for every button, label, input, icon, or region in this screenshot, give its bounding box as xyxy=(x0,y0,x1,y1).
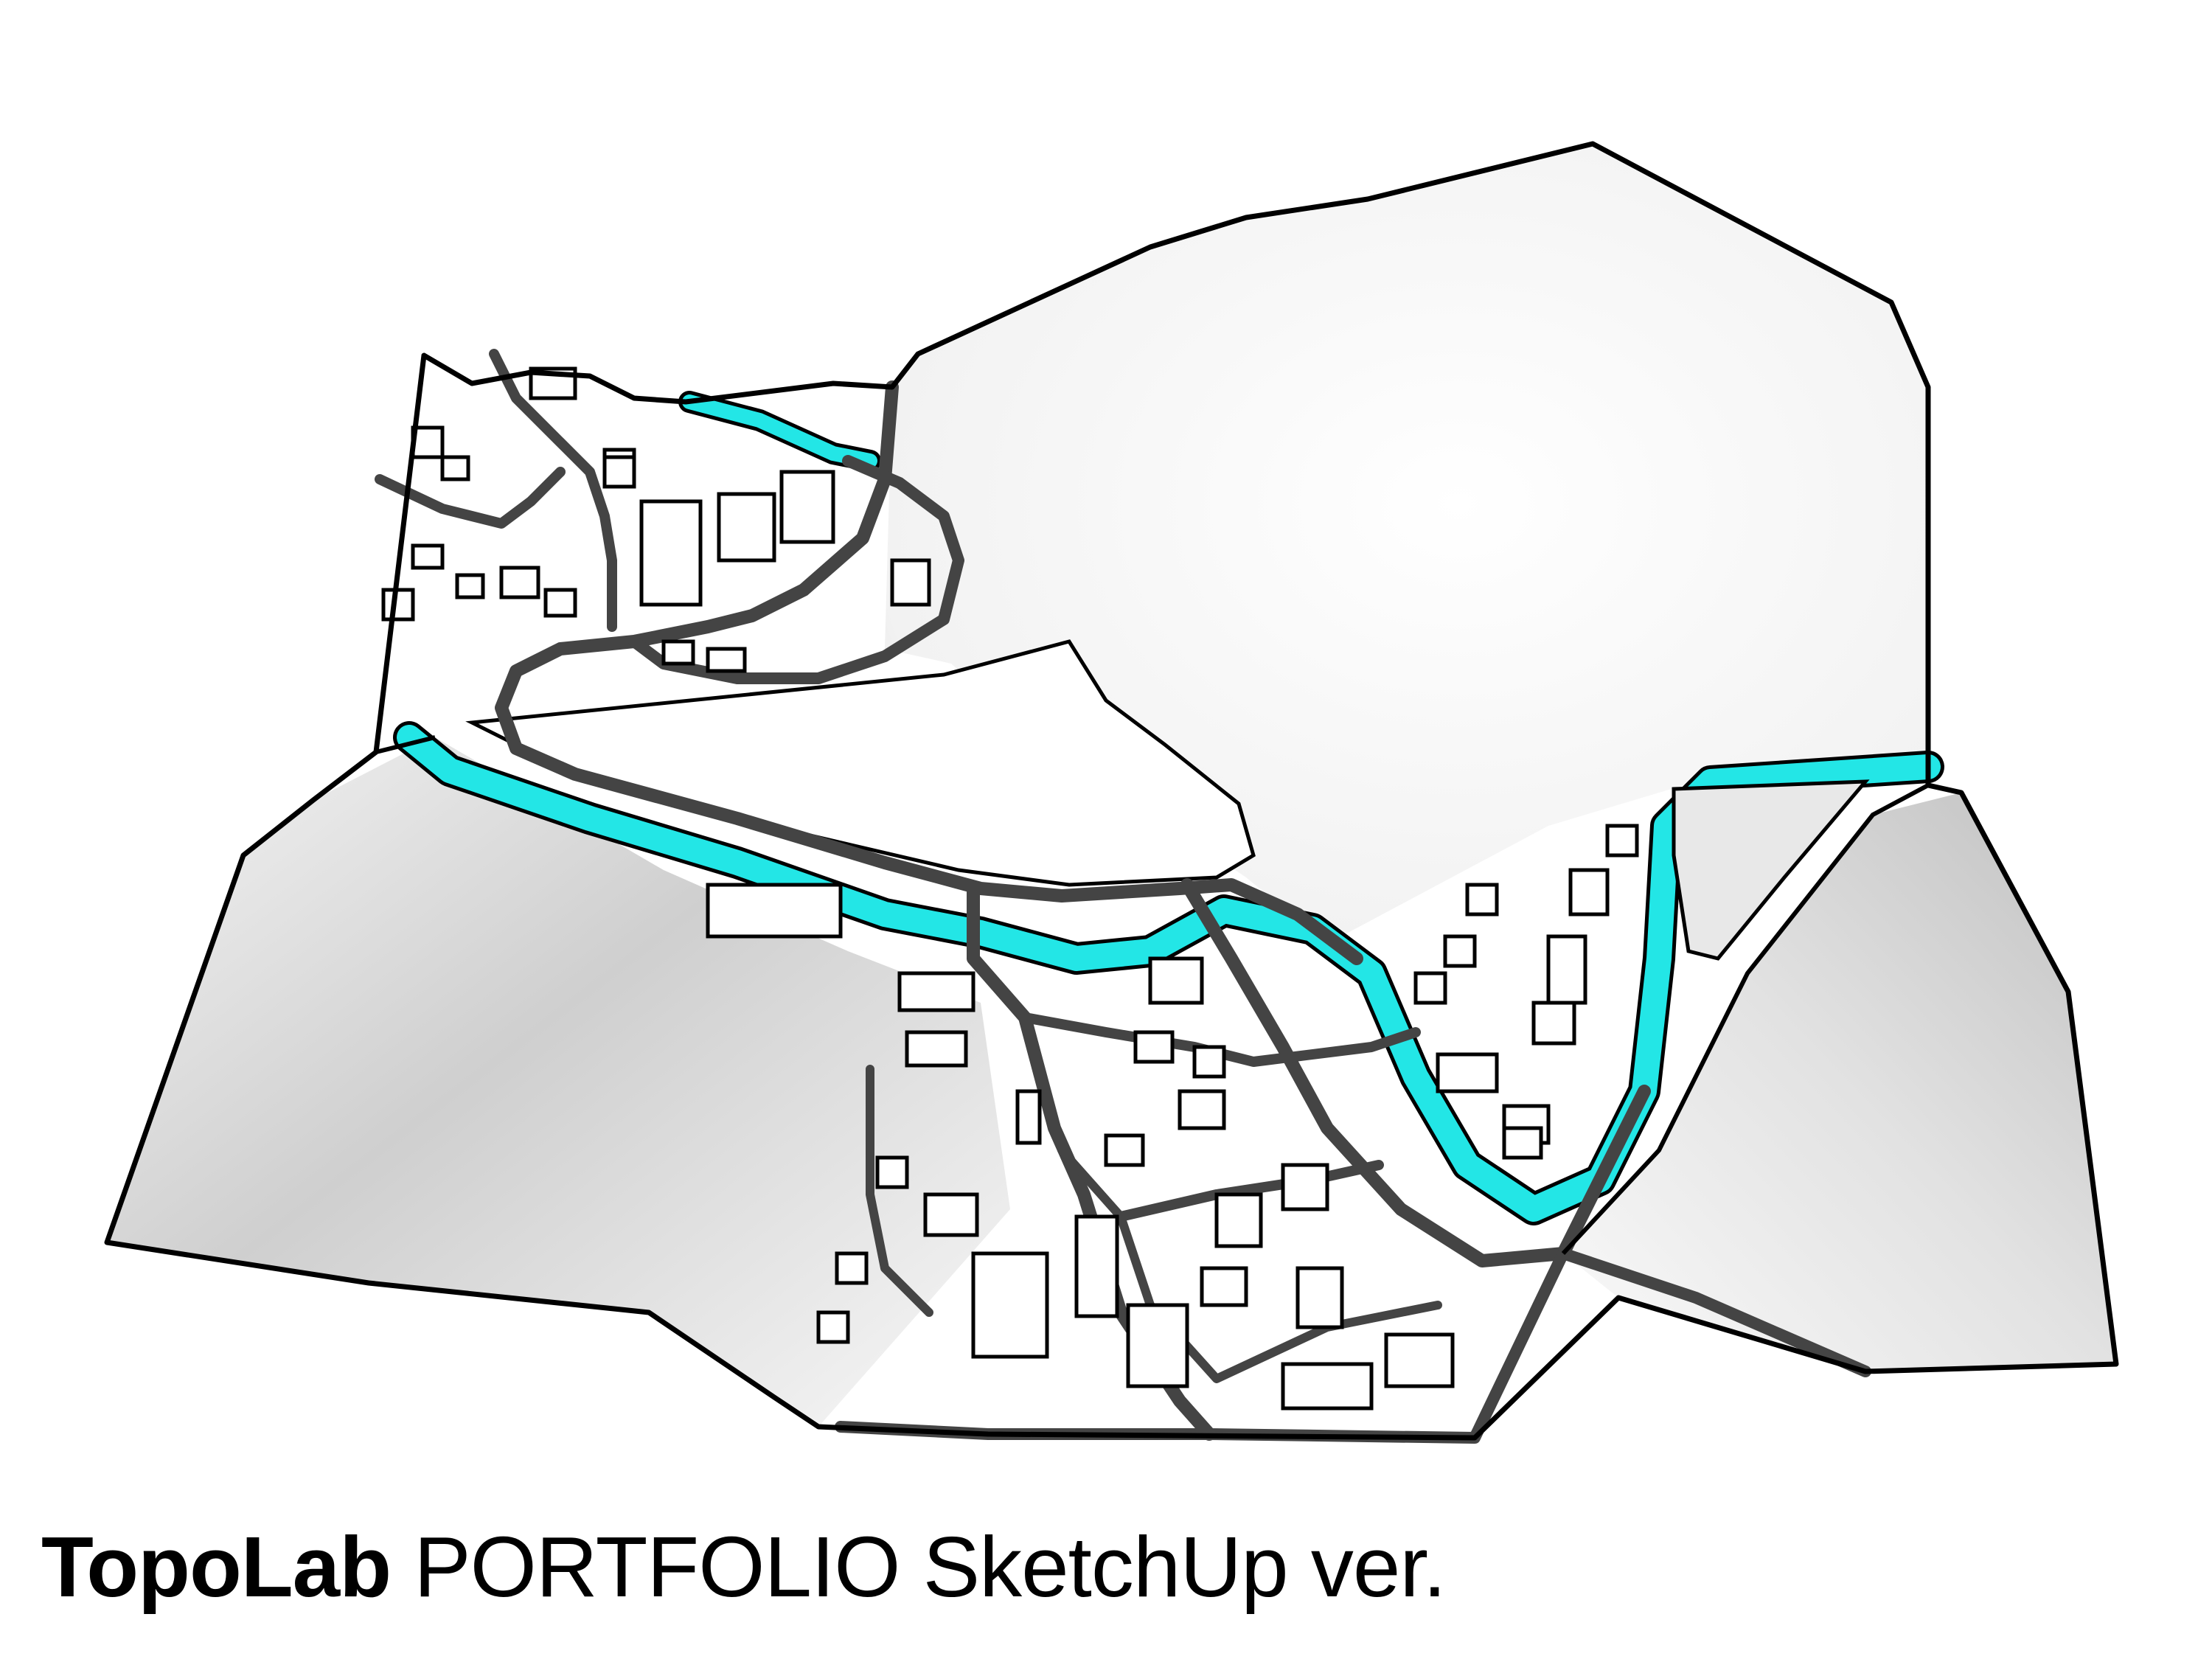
building xyxy=(1605,824,1639,858)
topographic-model-view xyxy=(104,141,2119,1444)
building xyxy=(1074,1214,1119,1318)
dense-blocks xyxy=(1672,779,1870,961)
building xyxy=(1443,934,1477,968)
east-ridge-line xyxy=(1561,783,1930,1256)
building xyxy=(499,566,540,599)
building xyxy=(543,588,577,618)
building xyxy=(639,499,703,607)
building xyxy=(455,573,485,599)
building xyxy=(440,455,470,481)
building xyxy=(875,1155,909,1189)
east-hill-slope xyxy=(1563,793,2116,1371)
west-road xyxy=(375,467,566,529)
building xyxy=(923,1192,979,1237)
building xyxy=(1015,1089,1042,1145)
building xyxy=(816,1310,850,1344)
riverside-road xyxy=(495,380,1363,965)
northwest-road xyxy=(489,349,617,632)
building xyxy=(1295,1266,1344,1329)
building xyxy=(661,639,695,666)
building xyxy=(602,455,636,489)
upper-loop-road xyxy=(628,455,964,684)
building xyxy=(1133,1030,1175,1064)
building xyxy=(1568,868,1610,917)
building xyxy=(890,558,931,607)
building xyxy=(411,543,445,570)
building xyxy=(1531,1001,1576,1046)
building xyxy=(1214,1192,1263,1248)
building xyxy=(706,883,843,939)
building xyxy=(706,647,747,673)
building xyxy=(1502,1126,1543,1160)
building xyxy=(835,1251,869,1285)
building xyxy=(905,1030,968,1068)
building xyxy=(1465,883,1499,917)
building xyxy=(897,971,975,1012)
caption: TopoLab PORTFOLIO SketchUp ver. xyxy=(41,1512,1447,1622)
caption-brand: TopoLab xyxy=(41,1519,392,1615)
building xyxy=(971,1251,1049,1359)
ridge-line xyxy=(312,735,436,802)
building xyxy=(717,492,776,563)
west-hill-slope xyxy=(107,737,1010,1427)
caption-subtitle: PORTFOLIO SketchUp ver. xyxy=(414,1519,1447,1615)
northwest-village xyxy=(381,366,931,673)
building xyxy=(1281,1362,1374,1411)
east-neighborhood xyxy=(1413,824,1639,1160)
building xyxy=(1546,934,1587,1005)
far-east-quarter xyxy=(1672,779,1870,961)
building xyxy=(1178,1089,1226,1130)
central-town xyxy=(1104,956,1455,1411)
cross-street-2 xyxy=(1116,1160,1384,1222)
building xyxy=(1281,1163,1329,1211)
model-outline xyxy=(104,141,2119,1441)
building xyxy=(1436,1052,1499,1093)
building xyxy=(411,425,445,459)
building xyxy=(779,470,835,544)
building xyxy=(1384,1332,1455,1388)
building xyxy=(1192,1045,1226,1079)
building xyxy=(1148,956,1204,1005)
building xyxy=(1104,1133,1145,1167)
building xyxy=(1200,1266,1248,1307)
building xyxy=(1126,1303,1189,1388)
southwest-town xyxy=(706,883,1189,1388)
southwest-road xyxy=(866,1065,933,1317)
buildings xyxy=(381,366,1870,1411)
building xyxy=(529,366,577,400)
building xyxy=(381,588,415,622)
building xyxy=(1413,971,1447,1005)
